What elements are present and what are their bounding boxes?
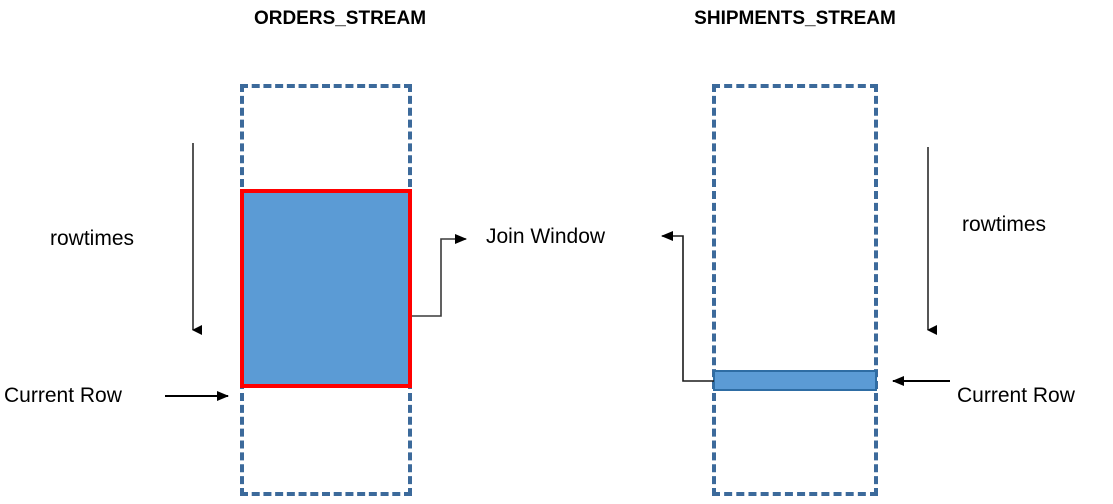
shipments-stream-box [712, 84, 878, 496]
join-window-right-connector [661, 231, 714, 382]
join-window-left-connector [412, 234, 467, 317]
rowtimes-left-label: rowtimes [50, 227, 135, 250]
shipments-stream-title: SHIPMENTS_STREAM [694, 8, 896, 29]
join-window-label: Join Window [486, 225, 606, 248]
orders-stream-title: ORDERS_STREAM [253, 8, 427, 29]
rowtimes-right-label: rowtimes [962, 213, 1047, 236]
orders-join-window-rect [240, 189, 412, 388]
shipments-current-row-rect [713, 370, 877, 391]
current-row-right-label: Current Row [957, 384, 1075, 407]
current-row-left-label: Current Row [4, 384, 122, 407]
